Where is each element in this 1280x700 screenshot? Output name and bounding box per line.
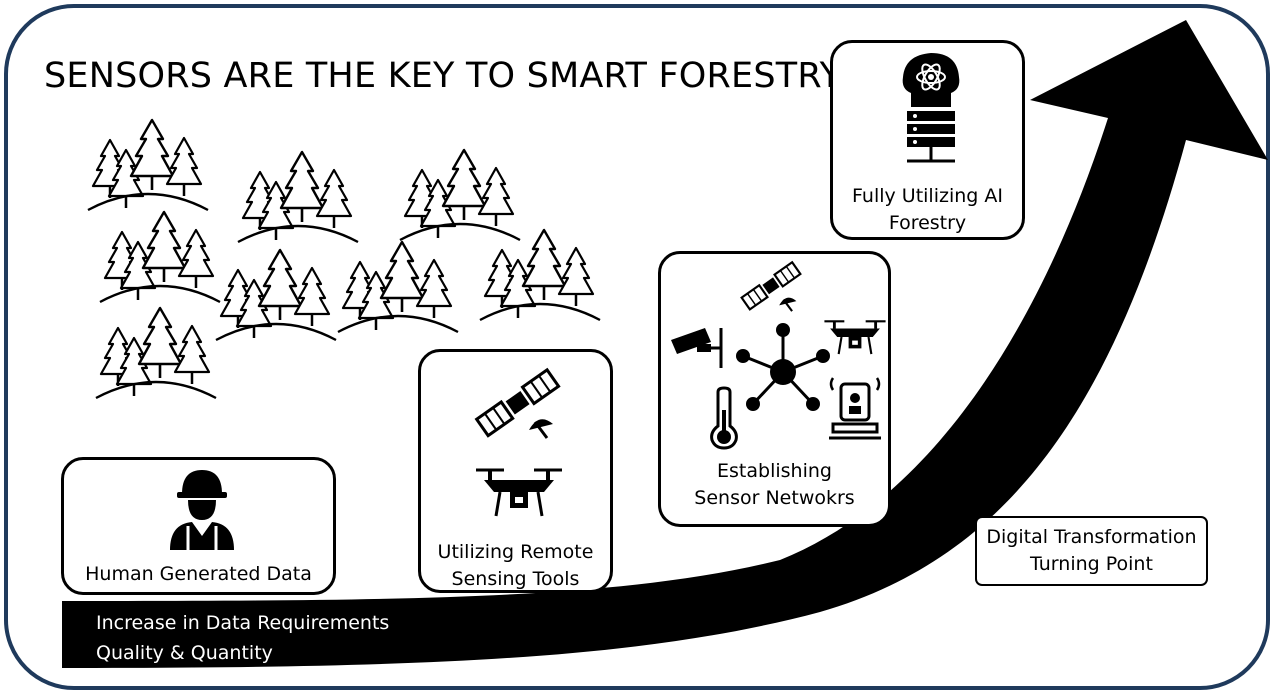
turning-point-box: Digital Transformation Turning Point <box>975 516 1208 586</box>
stage-ai-forestry-label: Fully Utilizing AI Forestry <box>852 185 1003 234</box>
stage-human-data-label: Human Generated Data <box>85 563 312 585</box>
stage-human-data-card: Human Generated Data <box>61 457 336 595</box>
stage-sensor-network-card: Establishing Sensor Netwokrs <box>658 251 891 527</box>
page-title: SENSORS ARE THE KEY TO SMART FORESTRY <box>44 56 842 96</box>
worker-icon <box>170 470 234 550</box>
drone-icon <box>824 320 886 355</box>
arrow-caption: Increase in Data Requirements Quality & … <box>96 612 390 664</box>
satellite-icon <box>474 367 561 439</box>
growth-arrow <box>62 20 1268 668</box>
stage-remote-sensing-label: Utilizing Remote Sensing Tools <box>437 541 594 590</box>
stage-ai-forestry-card: Fully Utilizing AI Forestry <box>830 40 1025 240</box>
stage-sensor-network-label: Establishing Sensor Netwokrs <box>694 460 855 509</box>
ai-head-server-icon <box>902 53 960 163</box>
drone-icon <box>476 468 562 517</box>
network-hub-icon <box>736 323 830 411</box>
satellite-icon <box>740 260 802 312</box>
sensor-station-icon <box>829 377 881 440</box>
thermometer-icon <box>710 386 738 450</box>
turning-point-label: Digital Transformation Turning Point <box>986 526 1197 575</box>
security-camera-icon <box>671 328 723 368</box>
stage-remote-sensing-card: Utilizing Remote Sensing Tools <box>418 349 613 593</box>
